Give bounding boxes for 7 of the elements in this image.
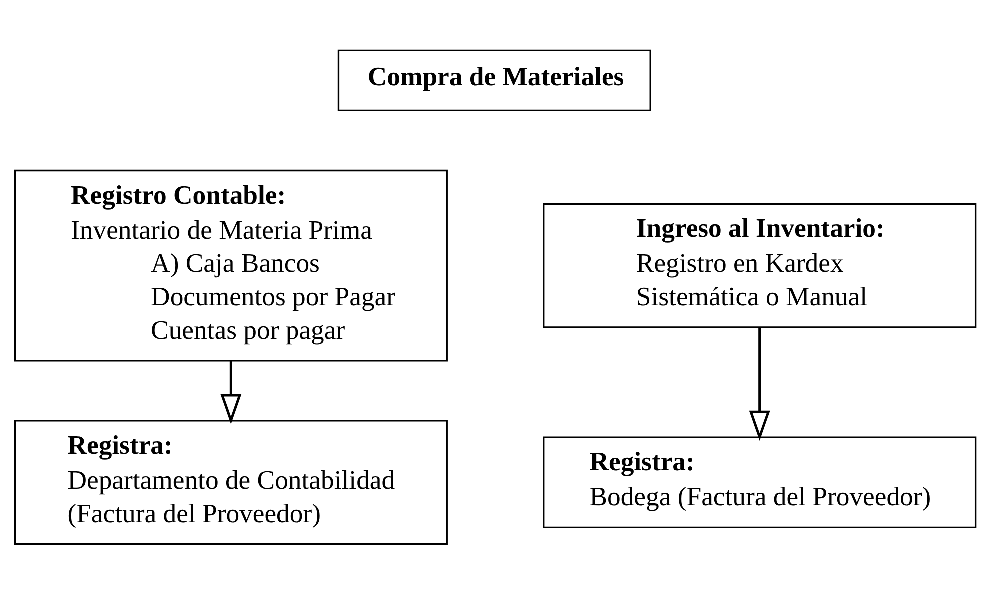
node-box: Compra de Materiales xyxy=(338,50,652,112)
node-box: Ingreso al Inventario: Registro en Kardex Sistemática o Manual xyxy=(543,203,977,328)
arrow xyxy=(220,361,242,424)
node-box: Registro Contable: Inventario de Materia Prima A) Caja Bancos Documentos por Pagar Cuentas por pagar xyxy=(14,170,448,362)
node-box: Registra: Bodega (Factura del Proveedor) xyxy=(543,436,977,528)
node-box: Registra: Departamento de Contabilidad (Factura del Proveedor) xyxy=(14,420,448,546)
arrow xyxy=(749,328,770,441)
